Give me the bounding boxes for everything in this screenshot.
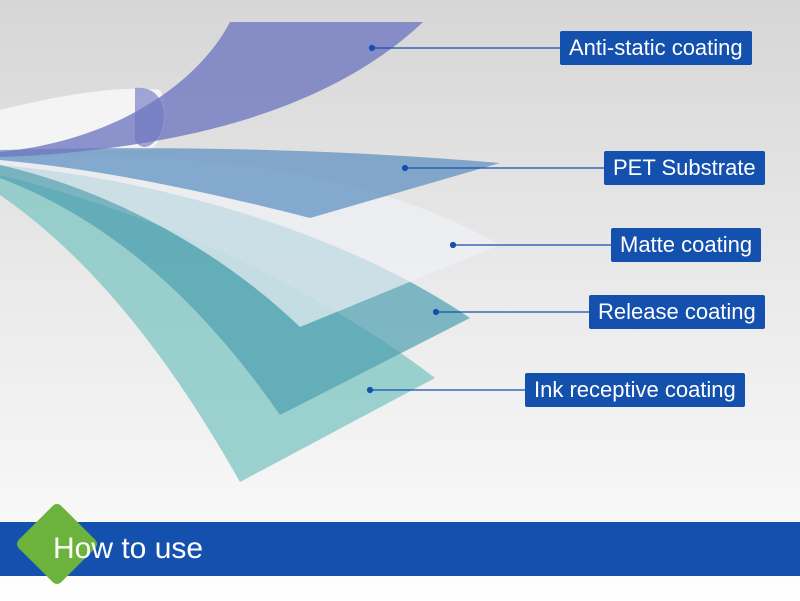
layer-anti-static <box>0 22 423 157</box>
label-ink-receptive-coating: Ink receptive coating <box>525 373 745 407</box>
label-pet-substrate: PET Substrate <box>604 151 765 185</box>
label-anti-static-coating: Anti-static coating <box>560 31 752 65</box>
layer-release <box>0 165 470 415</box>
label-matte-coating: Matte coating <box>611 228 762 262</box>
layer-pet-substrate <box>0 148 500 218</box>
section-banner <box>0 522 800 576</box>
banner-title: How to use <box>53 532 204 565</box>
label-release-coating: Release coating <box>589 295 765 329</box>
leader-lines <box>366 44 611 394</box>
